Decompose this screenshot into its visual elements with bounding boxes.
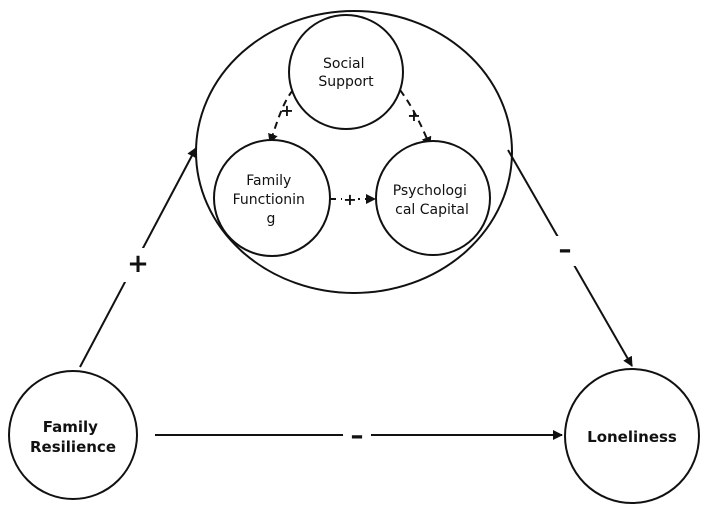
edge-support-to-functioning bbox=[268, 89, 294, 144]
edge-sign-resilience-to-loneliness: – bbox=[351, 421, 364, 451]
node-family-resilience bbox=[8, 370, 138, 500]
node-psychological-capital bbox=[375, 140, 491, 256]
edge-sign-resilience-to-mediators: + bbox=[127, 249, 149, 279]
node-psychological-capital-label: Psychologi cal Capital bbox=[393, 183, 472, 218]
node-family-functioning bbox=[213, 139, 331, 257]
node-social-support-label: Social Support bbox=[318, 56, 374, 90]
node-family-resilience-label: Family Resilience bbox=[30, 418, 116, 456]
edge-sign-support-to-functioning: + bbox=[280, 101, 293, 120]
node-loneliness-label: Loneliness bbox=[587, 428, 677, 446]
node-social-support bbox=[288, 14, 404, 130]
edge-sign-mediators-to-loneliness: – bbox=[559, 235, 572, 265]
edge-support-to-capital bbox=[399, 89, 432, 147]
node-loneliness bbox=[564, 368, 700, 504]
edge-sign-functioning-to-capital: + bbox=[343, 190, 356, 209]
node-family-functioning-label: Family Functionin g bbox=[233, 173, 310, 227]
edge-sign-support-to-capital: + bbox=[407, 106, 420, 125]
